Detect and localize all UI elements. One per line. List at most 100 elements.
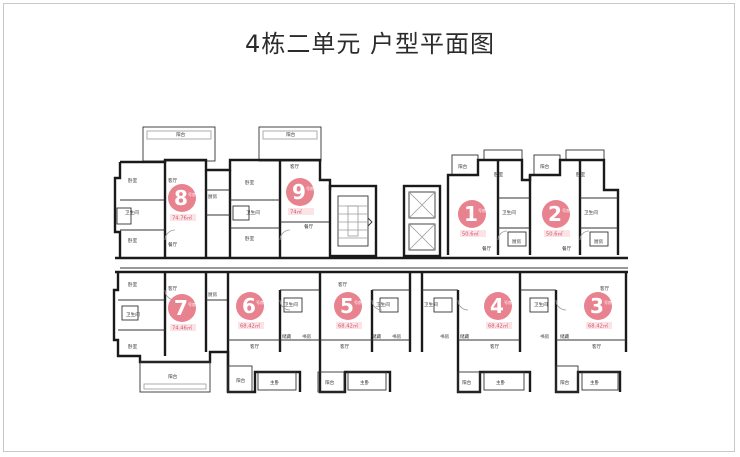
room-balcony: 阳台 (458, 163, 468, 170)
room-living: 客厅 (338, 281, 348, 288)
room-living: 客厅 (592, 343, 602, 350)
room-living: 客厅 (340, 343, 350, 350)
unit-tag: 号房 (478, 207, 486, 213)
badge-circle (168, 184, 196, 212)
unit-area: 74.76㎡ (172, 214, 193, 222)
room-dining: 餐厅 (562, 245, 572, 252)
room-labels: 卧室 卧室 卫生间 客厅 餐厅 厨房 卧室 卧室 卫生间 客厅 餐厅 阳台 阳台… (125, 131, 610, 386)
room-dining: 餐厅 (304, 223, 314, 230)
room-balcony: 阳台 (462, 379, 472, 386)
room-bathroom: 卫生间 (584, 209, 598, 216)
unit-number: 8 (174, 186, 188, 210)
room-bedroom: 卧室 (128, 343, 138, 350)
unit-badge-4: 4 号房 68.42㎡ (484, 292, 512, 330)
room-bedroom: 卧室 (494, 171, 504, 178)
unit-area: 50.6㎡ (462, 230, 480, 238)
room-bathroom: 卫生间 (246, 209, 260, 216)
room-balcony: 阳台 (540, 163, 550, 170)
area-box (460, 230, 486, 237)
unit-tag: 号房 (354, 299, 362, 305)
area-box (170, 214, 196, 221)
unit-number: 9 (292, 180, 306, 204)
area-box (288, 208, 314, 215)
unit-tag: 号房 (256, 299, 264, 305)
room-bedroom: 卧室 (245, 235, 255, 242)
unit-area: 68.42㎡ (588, 322, 609, 330)
unit-badge-3: 3 号房 68.42㎡ (584, 292, 612, 330)
badge-circle (236, 292, 264, 320)
area-box (336, 322, 362, 329)
room-study: 书房 (540, 333, 550, 340)
badge-circle (458, 200, 486, 228)
room-bathroom: 卫生间 (502, 209, 516, 216)
room-master: 主卧 (360, 379, 370, 386)
room-study: 书房 (440, 333, 450, 340)
room-kitchen: 厨房 (208, 291, 218, 298)
unit-tag: 号房 (188, 301, 196, 307)
room-master: 主卧 (270, 379, 280, 386)
room-bedroom: 卧室 (245, 179, 255, 186)
page-title: 4栋二单元 户型平面图 (245, 30, 495, 58)
room-closet: 储藏 (460, 333, 470, 340)
area-box (238, 322, 264, 329)
room-living: 客厅 (600, 285, 610, 292)
room-kitchen: 厨房 (208, 193, 218, 200)
unit-number: 5 (340, 294, 354, 318)
unit-number: 2 (548, 202, 562, 226)
room-balcony: 阳台 (286, 131, 296, 138)
unit-tag: 号房 (504, 299, 512, 305)
room-bathroom: 卫生间 (126, 311, 140, 318)
room-bathroom: 卫生间 (534, 301, 548, 308)
room-living: 客厅 (250, 343, 260, 350)
room-bedroom: 卧室 (128, 237, 138, 244)
unit-number: 3 (590, 294, 604, 318)
badge-circle (168, 294, 196, 322)
room-bathroom: 卫生间 (284, 301, 298, 308)
room-balcony: 阳台 (560, 379, 570, 386)
unit-badge-1: 1 号房 50.6㎡ (458, 200, 486, 238)
room-living: 客厅 (290, 163, 300, 170)
unit-badge-9: 9 号房 74㎡ (286, 178, 314, 216)
badge-circle (286, 178, 314, 206)
room-study: 书房 (392, 333, 402, 340)
unit-tag: 号房 (188, 191, 196, 197)
unit-number: 6 (242, 294, 256, 318)
room-bathroom: 卫生间 (376, 301, 390, 308)
room-bedroom: 卧室 (128, 177, 138, 184)
unit-badge-8: 8 号房 74.76㎡ (168, 184, 196, 222)
room-living: 客厅 (490, 343, 500, 350)
badge-circle (334, 292, 362, 320)
unit-number: 1 (464, 202, 478, 226)
room-balcony: 阳台 (168, 373, 178, 380)
unit-number: 4 (490, 294, 504, 318)
unit-number: 7 (174, 296, 188, 320)
room-closet: 储藏 (282, 333, 292, 340)
room-master: 主卧 (590, 379, 600, 386)
unit-badge-2: 2 号房 50.6㎡ (542, 200, 570, 238)
room-closet: 储藏 (372, 333, 382, 340)
room-bedroom: 卧室 (128, 281, 138, 288)
badge-circle (542, 200, 570, 228)
room-study: 书房 (302, 333, 312, 340)
room-master: 主卧 (496, 379, 506, 386)
unit-area: 74.46㎡ (172, 324, 193, 332)
unit-badge-7: 7 号房 74.46㎡ (168, 294, 196, 332)
room-balcony: 阳台 (325, 379, 335, 386)
unit-tag: 号房 (306, 185, 314, 191)
room-dining: 餐厅 (168, 241, 178, 248)
room-bedroom: 卧室 (576, 171, 586, 178)
room-kitchen: 厨房 (512, 238, 522, 245)
room-living: 客厅 (168, 177, 178, 184)
unit-tag: 号房 (562, 207, 570, 213)
unit-badge-6: 6 号房 68.42㎡ (236, 292, 264, 330)
room-bathroom: 卫生间 (125, 209, 139, 216)
room-balcony: 阳台 (176, 131, 186, 138)
room-bathroom: 卫生间 (424, 301, 438, 308)
plan-walls (112, 126, 628, 394)
area-box (544, 230, 570, 237)
area-box (170, 324, 196, 331)
area-box (486, 322, 512, 329)
badge-circle (584, 292, 612, 320)
unit-area: 50.6㎡ (546, 230, 564, 238)
